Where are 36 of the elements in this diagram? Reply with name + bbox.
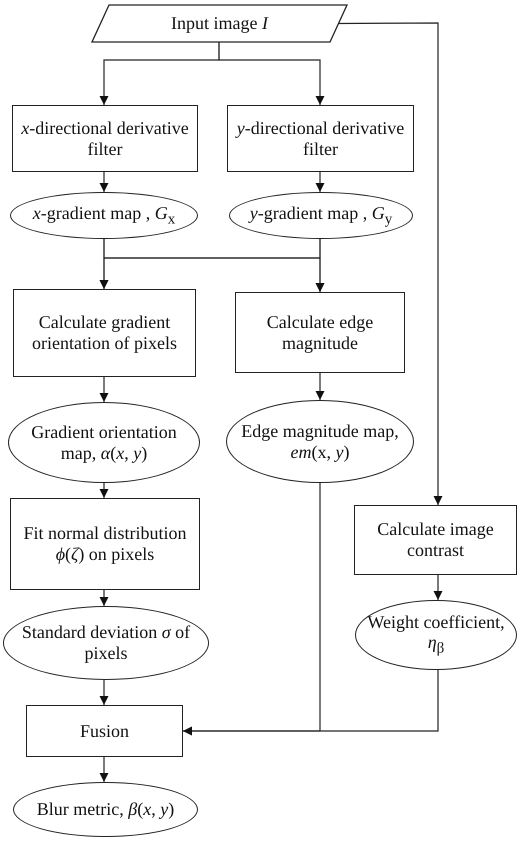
arrow [100,590,108,606]
input-parallelogram [92,5,347,42]
arrow [100,757,108,782]
node-label: x-gradient map , G$_{x}$ [32,202,176,228]
node-label: Calculate gradient orientation of pixels [31,312,178,354]
process-box [12,105,198,172]
arrow [100,483,108,498]
arrow [316,239,324,292]
arrow [100,377,108,402]
process-box [26,705,183,757]
node-label: Blur metric, β(x, y) [36,799,176,820]
node-label: Input image I [170,13,270,34]
process-box [235,292,405,373]
node-label: Fusion [78,720,130,742]
arrow [100,680,108,705]
arrow [100,172,108,192]
process-box [227,105,414,172]
arrow [183,670,439,736]
arrow [218,42,324,105]
arrow [338,22,442,505]
process-box [10,498,200,590]
node-label: Fit normal distribution ϕ(ζ) on pixels [22,523,188,565]
node-label: Calculate image contrast [376,519,495,561]
node-label: x-directional derivative filter [20,118,190,160]
process-box [13,289,196,377]
arrow [434,575,442,600]
node-label: Weight coefficient, η$_{β}$ [366,612,506,658]
node-label: Standard deviation σ of pixels [20,622,192,664]
arrow [316,172,324,192]
node-label: Calculate edge magnitude [266,312,374,354]
node-label: y-directional derivative filter [234,118,406,160]
process-box [354,505,517,575]
node-label: y-gradient map , G$_{y}$ [247,202,394,228]
arrow [316,373,324,400]
node-label: Edge magnitude map, em(x, y) [240,420,400,462]
node-label: Gradient orientation map, α(x, y) [30,422,178,464]
